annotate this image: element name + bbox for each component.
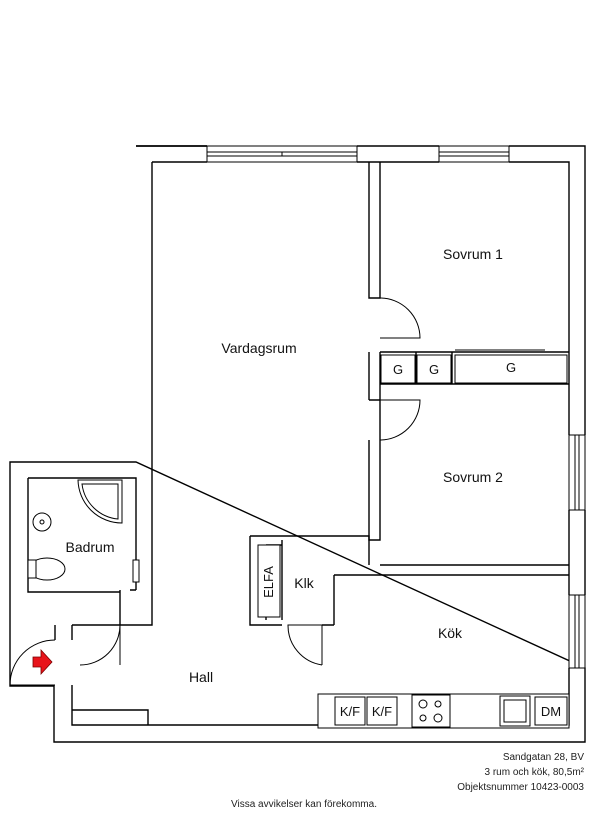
address-text: Sandgatan 28, BV — [502, 752, 584, 763]
window-badrum — [132, 559, 140, 583]
outer-walls — [9, 145, 586, 743]
label-kf1: K/F — [340, 704, 360, 719]
label-g3: G — [506, 360, 516, 375]
bathroom-fixtures — [27, 479, 123, 581]
label-kf2: K/F — [372, 704, 392, 719]
stove-icon — [411, 694, 451, 728]
door-sovrum1 — [379, 297, 421, 339]
doors — [9, 297, 421, 686]
label-sovrum1: Sovrum 1 — [443, 246, 503, 262]
label-g1: G — [393, 362, 403, 377]
window-sovrum1 — [438, 145, 510, 163]
disclaimer-text: Vissa avvikelser kan förekomma. — [231, 799, 377, 810]
label-dm: DM — [541, 704, 561, 719]
windows — [132, 145, 586, 669]
fridge-box-2 — [366, 696, 398, 726]
object-number-text: Objektsnummer 10423-0003 — [457, 782, 584, 793]
label-elfa: ELFA — [261, 566, 276, 598]
kitchen-counter — [317, 693, 570, 729]
label-vardagsrum: Vardagsrum — [221, 340, 296, 356]
fridge-box-1 — [334, 696, 366, 726]
label-g2: G — [429, 362, 439, 377]
door-sovrum2 — [379, 399, 421, 441]
red-arrow-entry-icon — [32, 648, 53, 676]
size-text: 3 rum och kök, 80,5m² — [484, 767, 584, 778]
wardrobes — [257, 349, 568, 618]
label-hall: Hall — [189, 669, 213, 685]
window-sovrum2 — [568, 434, 586, 511]
label-sovrum2: Sovrum 2 — [443, 469, 503, 485]
door-badrum — [79, 624, 121, 666]
label-kok: Kök — [438, 625, 463, 641]
door-entry — [9, 639, 56, 686]
floor-plan: Vardagsrum Sovrum 1 Sovrum 2 Badrum Hall… — [9, 145, 586, 743]
label-badrum: Badrum — [65, 539, 114, 555]
door-klk — [287, 624, 323, 666]
window-kok — [568, 594, 586, 669]
address-info: Sandgatan 28, BV 3 rum och kök, 80,5m² O… — [457, 752, 584, 793]
interior-walls — [27, 162, 569, 725]
dishwasher-box — [534, 696, 568, 726]
label-klk: Klk — [294, 575, 314, 591]
